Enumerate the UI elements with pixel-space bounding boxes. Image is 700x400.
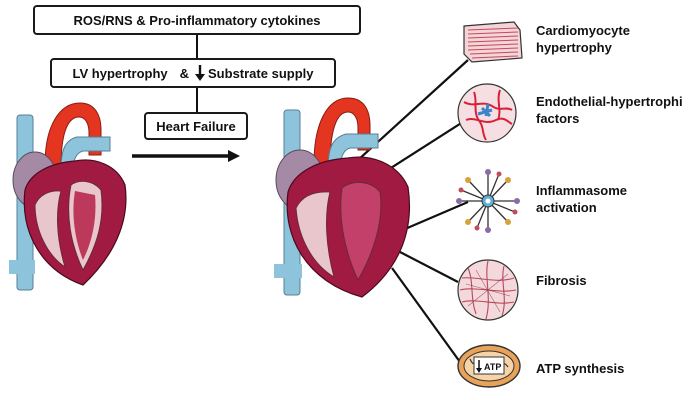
substrate-supply-label: Substrate supply: [208, 65, 314, 81]
consequence-box: LV hypertrophy & Substrate supply: [50, 58, 336, 88]
normal-heart: [9, 102, 127, 291]
heart-failure-box: Heart Failure: [144, 112, 248, 140]
inflammasome-icon: [456, 169, 520, 233]
atp-label: ATP: [484, 362, 501, 372]
outcome-label-endothelial: Endothelial-hypertrophi factors: [536, 94, 683, 126]
endothelial-icon: [457, 83, 517, 143]
ampersand-label: &: [179, 65, 190, 81]
cardiomyocyte-icon: [463, 21, 523, 63]
failing-heart: [274, 97, 411, 298]
outcome-label-inflammasome: Inflammasome activation: [536, 183, 628, 215]
outcome-label-cardiomyocyte: Cardiomyocyte hypertrophy: [536, 23, 630, 55]
lv-hypertrophy-label: LV hypertrophy: [72, 65, 168, 81]
cause-box: ROS/RNS & Pro-inflammatory cytokines: [33, 5, 361, 35]
aorta-2: [313, 97, 371, 167]
fibrosis-icon: [457, 259, 519, 321]
outcome-label-fibrosis: Fibrosis: [536, 273, 587, 288]
right-ventricle-chamber: [34, 190, 66, 269]
progression-arrow: [132, 150, 240, 162]
left-ventricle-chamber-2: [340, 182, 382, 282]
cause-label: ROS/RNS & Pro-inflammatory cytokines: [73, 12, 321, 28]
down-arrow-icon: [195, 65, 206, 81]
outcome-label-atp: ATP synthesis: [536, 361, 625, 376]
right-ventricle-chamber-2: [295, 191, 335, 279]
heart-failure-label: Heart Failure: [156, 118, 236, 134]
mitochondrion-icon: ATP: [457, 344, 521, 388]
atp-box: [473, 356, 505, 375]
aorta: [44, 102, 102, 168]
